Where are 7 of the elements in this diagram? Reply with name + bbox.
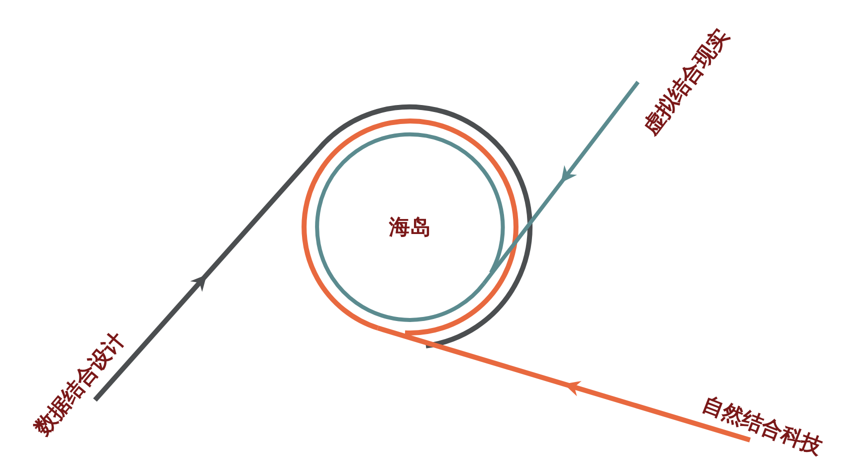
arrow xyxy=(93,148,320,402)
center-label: 海岛 xyxy=(389,216,431,238)
rotated-label: 数据结合设计 xyxy=(31,329,129,439)
rotated-label: 虚拟结合现实 xyxy=(640,25,732,139)
arrow xyxy=(377,326,751,442)
rotated-label: 自然结合科技 xyxy=(699,394,825,458)
arrow xyxy=(482,80,640,285)
